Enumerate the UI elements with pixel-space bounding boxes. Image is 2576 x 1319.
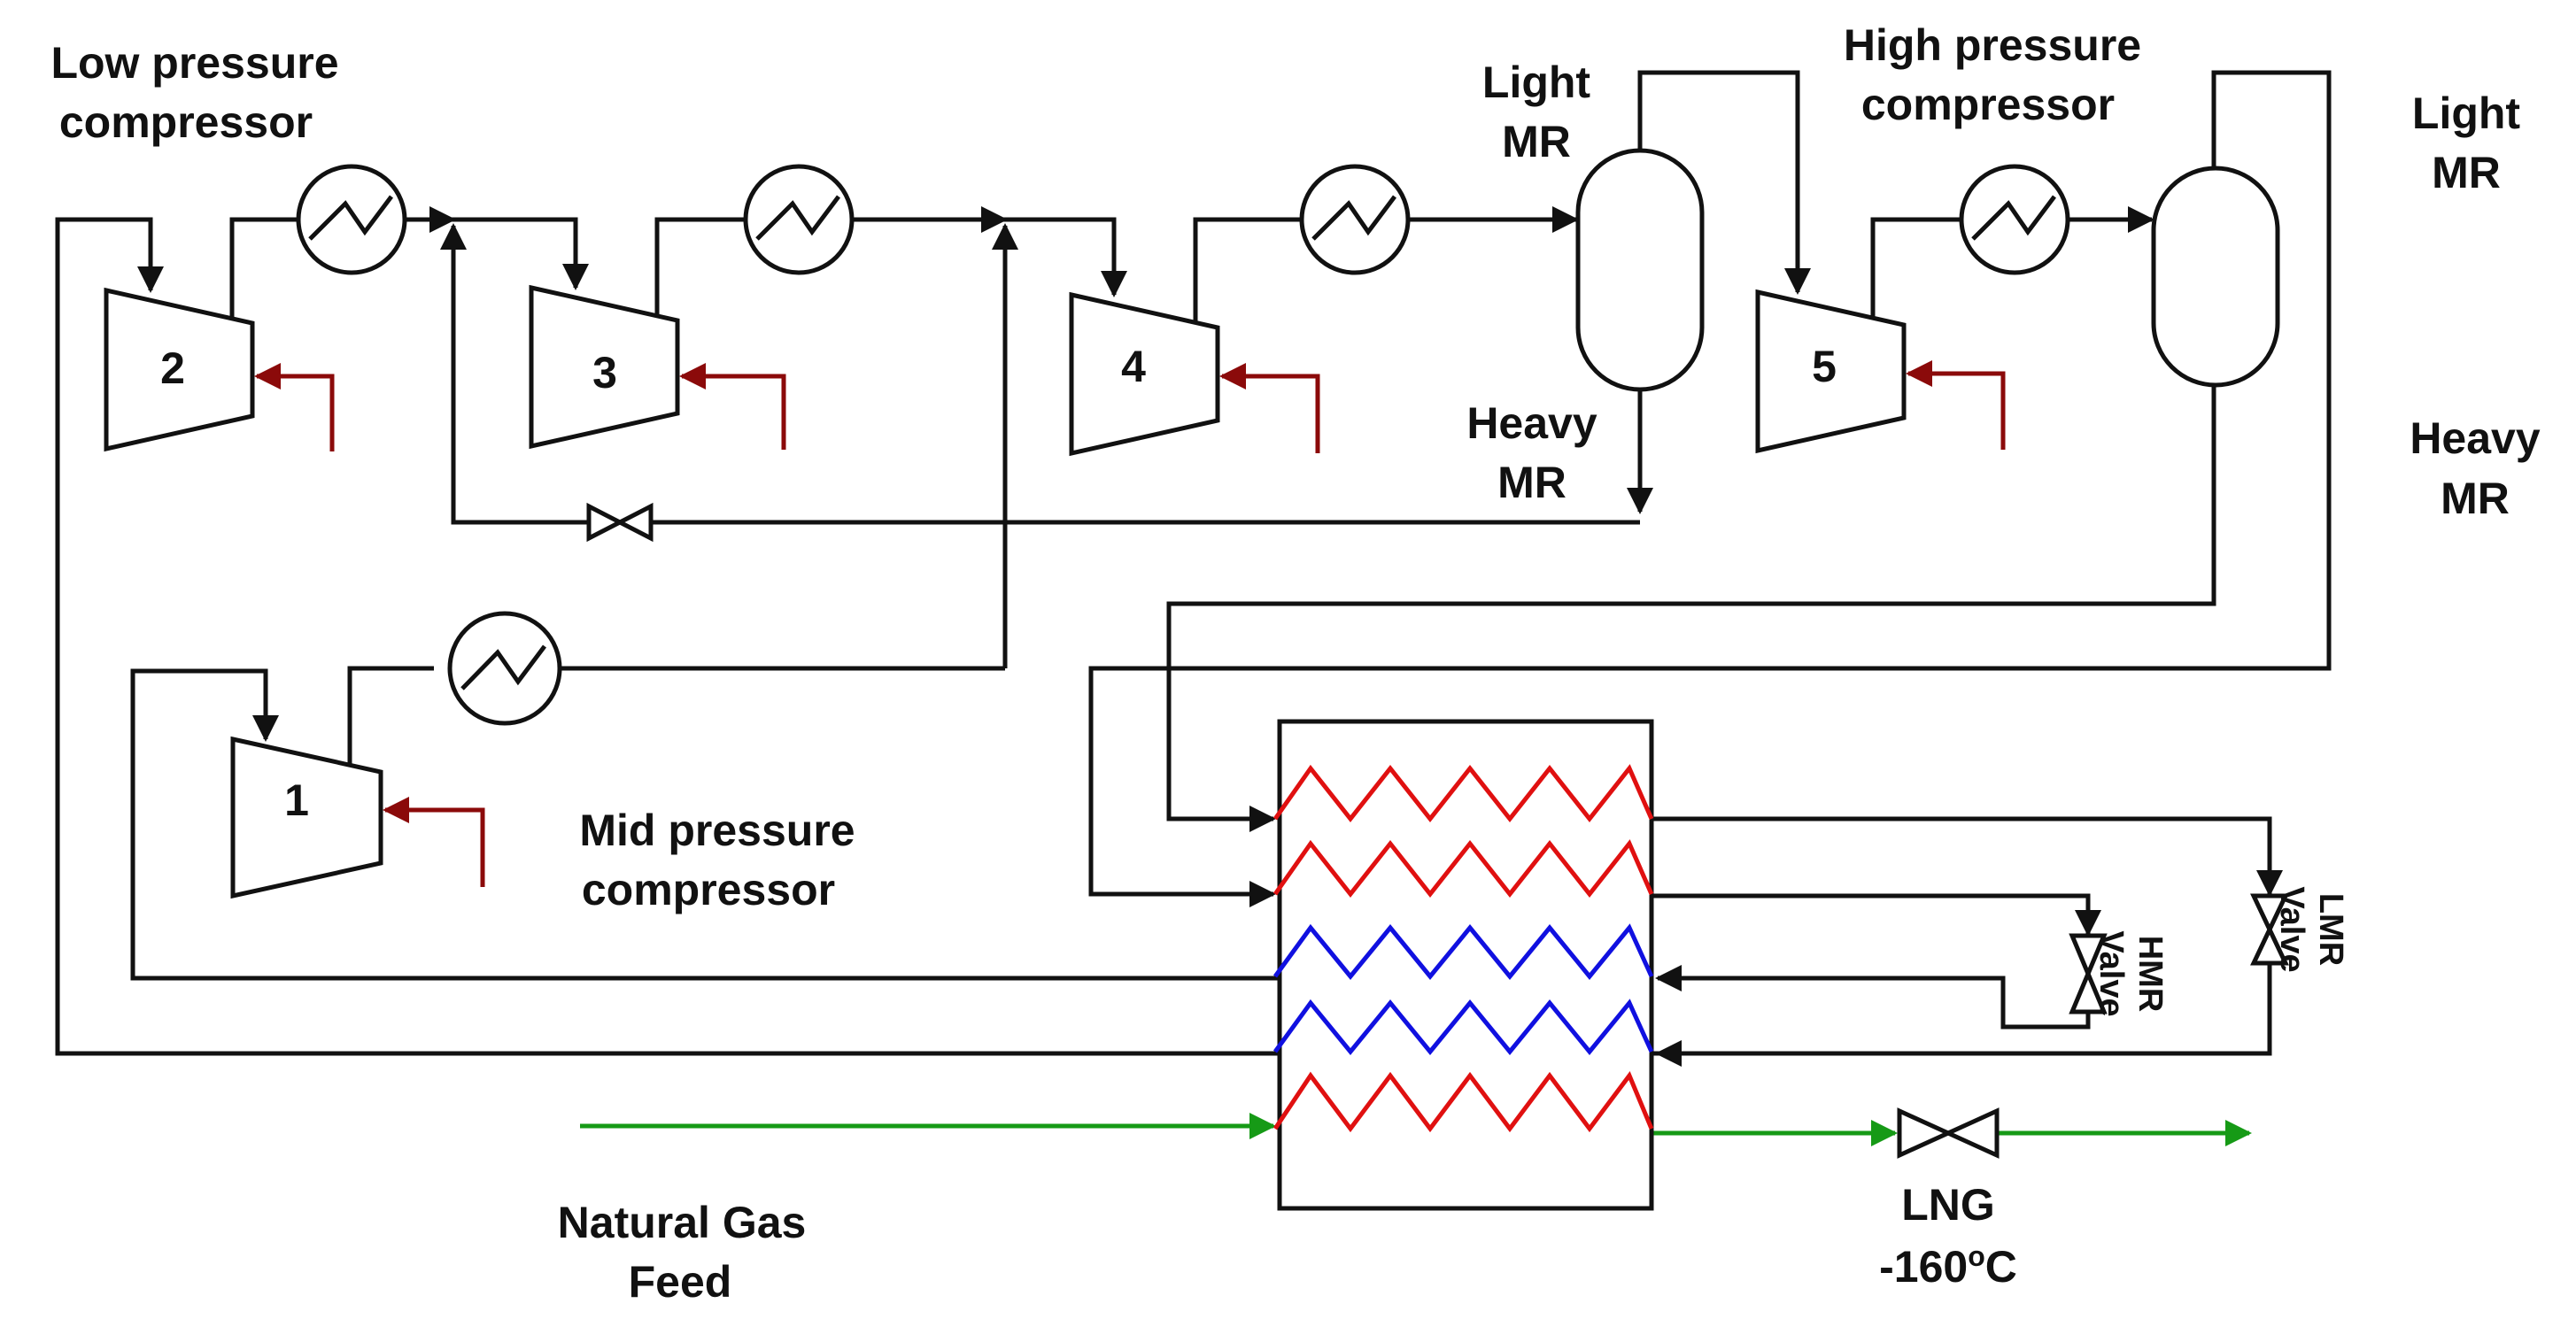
line-c5-to-cooler xyxy=(1870,217,1961,326)
natural-gas-feed-label: Feed xyxy=(629,1257,732,1307)
lmr-loop-return xyxy=(1655,965,2272,1067)
line-junction-to-compressor-4 xyxy=(1005,217,1127,297)
compressor-5: 5 xyxy=(1755,289,1907,454)
heavy-mr-line-to-exchanger xyxy=(1166,385,2216,832)
separator-2 xyxy=(2151,166,2280,388)
recycle-line-to-compressor-1 xyxy=(130,668,1280,981)
cooler-icon xyxy=(743,164,855,275)
compressor-number: 4 xyxy=(1121,342,1146,391)
mid-pressure-compressor-label: Mid pressure xyxy=(579,806,855,855)
heavy-mr-label: Heavy xyxy=(1466,398,1597,448)
main-cryogenic-heat-exchanger xyxy=(1277,719,1654,1211)
light-mr-label: MR xyxy=(1502,117,1571,166)
hmr-valve-label-line: HMR xyxy=(2131,936,2169,1013)
heavy-mr-valve-icon xyxy=(586,502,654,543)
exchanger-stream-natural-gas xyxy=(1273,1071,1654,1133)
lng-temp-degree: o xyxy=(1968,1240,1985,1272)
exchanger-stream-cold-1 xyxy=(1273,923,1654,980)
natural-gas-feed-label: Natural Gas xyxy=(558,1198,807,1247)
power-input-arrow xyxy=(1219,363,1320,453)
compressor-number: 5 xyxy=(1812,342,1837,391)
light-mr-label: Light xyxy=(2412,89,2521,138)
power-input-arrow xyxy=(679,363,786,450)
compressor-number: 3 xyxy=(592,348,617,397)
heavy-mr-label: Heavy xyxy=(2410,413,2541,463)
heavy-mr-label: MR xyxy=(2441,474,2510,523)
separator-1 xyxy=(1575,148,1705,392)
heavy-mr-label: MR xyxy=(1497,458,1566,507)
high-pressure-compressor-label: compressor xyxy=(1861,80,2115,129)
line-junction-to-compressor-3 xyxy=(453,217,589,290)
cooler-icon xyxy=(1959,164,2070,275)
heavy-mr-return-line xyxy=(440,223,1640,525)
light-mr-line-to-compressor-5 xyxy=(1637,70,1811,295)
lng-label: LNG xyxy=(1901,1180,1995,1230)
light-mr-label: Light xyxy=(1482,58,1591,107)
compressor-number: 2 xyxy=(160,343,185,393)
compressor-1: 1 xyxy=(230,736,383,899)
cooler-icon xyxy=(447,611,562,726)
lmr-valve-label-line: Valve xyxy=(2273,886,2310,972)
power-input-arrow xyxy=(254,363,335,451)
lng-temp-unit: C xyxy=(1985,1242,2017,1292)
exchanger-stream-light-mr xyxy=(1273,839,1654,899)
exchanger-stream-heavy-mr xyxy=(1273,764,1654,823)
lmr-valve-icon xyxy=(2250,893,2289,966)
light-mr-line-to-exchanger xyxy=(1088,70,2332,907)
low-pressure-compressor-label: compressor xyxy=(59,97,313,147)
recycle-line-to-compressor-2 xyxy=(55,217,1665,1056)
lng-valve-icon xyxy=(1897,1107,2000,1159)
line-c2-to-cooler xyxy=(229,217,298,323)
lmr-loop-out xyxy=(1652,816,2283,897)
compressor-number: 1 xyxy=(284,775,309,825)
exchanger-stream-cold-2 xyxy=(1273,999,1654,1055)
compressor-3: 3 xyxy=(529,284,680,450)
hmr-valve-label-line: Valve xyxy=(2093,930,2130,1016)
mid-pressure-compressor-label: compressor xyxy=(582,865,835,914)
cooler-icon xyxy=(1299,164,1411,275)
compressor-4: 4 xyxy=(1069,291,1220,457)
lng-temp-value: -160 xyxy=(1879,1242,1968,1292)
hmr-valve-icon xyxy=(2069,933,2108,1014)
line-c3-to-cooler xyxy=(654,217,746,320)
lng-temperature-label: -160oC xyxy=(1879,1240,2017,1292)
power-input-arrow xyxy=(383,797,485,887)
power-input-arrow xyxy=(1906,360,2006,450)
low-pressure-compressor-label: Low pressure xyxy=(50,38,338,88)
compressor-2: 2 xyxy=(104,287,255,452)
line-c1-to-cooler xyxy=(347,666,434,775)
hmr-loop-out xyxy=(1652,893,2101,937)
light-mr-label: MR xyxy=(2432,148,2501,197)
lmr-valve-label-line: LMR xyxy=(2312,893,2349,966)
hmr-loop-return xyxy=(1655,965,2091,1030)
high-pressure-compressor-label: High pressure xyxy=(1844,20,2141,70)
line-c4-to-cooler xyxy=(1193,217,1302,325)
cooler-icon xyxy=(296,164,407,275)
lmr-valve-label: LMR Valve xyxy=(2273,886,2349,972)
hmr-valve-label: HMR Valve xyxy=(2093,930,2169,1016)
